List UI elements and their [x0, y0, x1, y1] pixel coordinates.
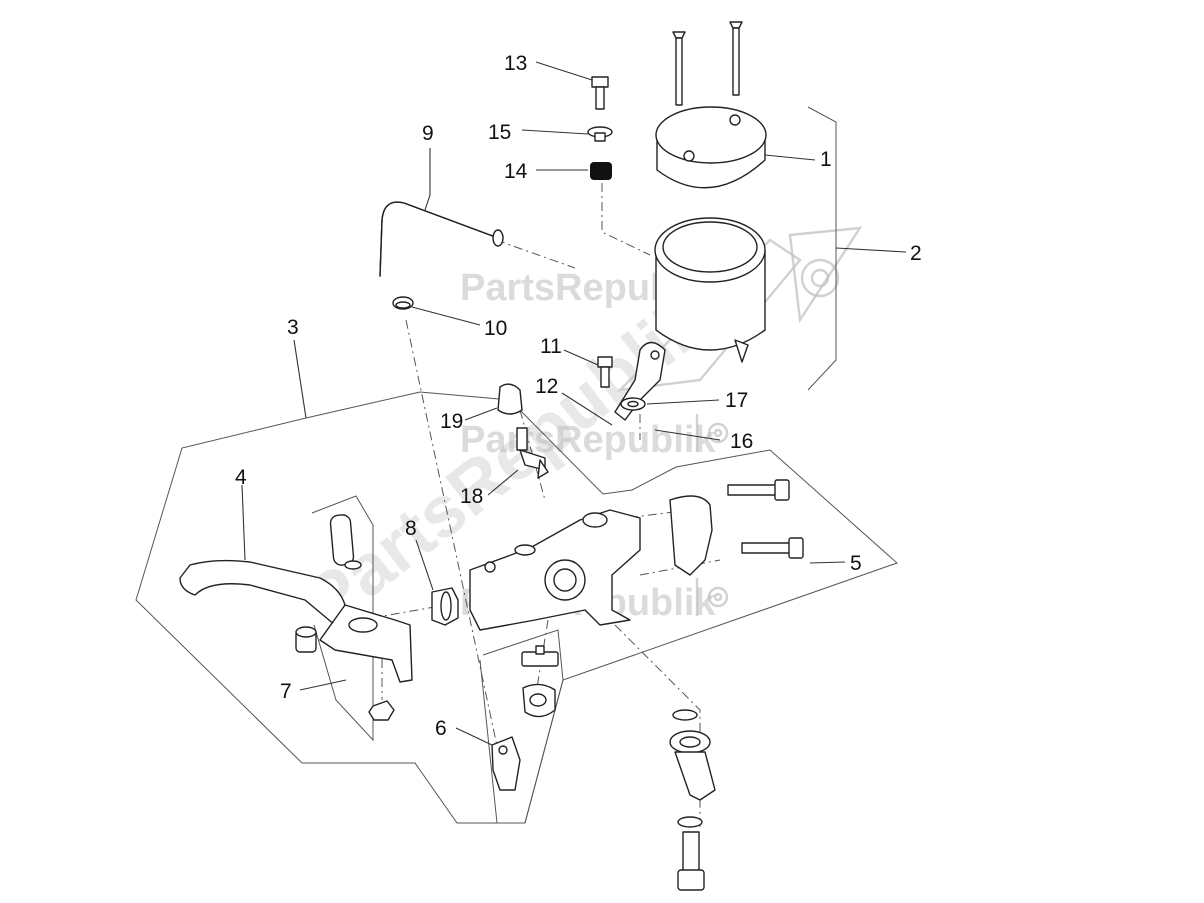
clamp-bolt-lower: [741, 537, 804, 559]
breather-hose: [379, 201, 504, 277]
long-screw-right: [729, 21, 743, 96]
callout-6: 6: [435, 717, 447, 740]
parts: [179, 21, 804, 891]
callout-19: 19: [440, 410, 463, 433]
adjuster-knob: [295, 626, 317, 653]
bleed-valve-18: [516, 427, 549, 479]
callout-4: 4: [235, 466, 247, 489]
brake-lever: [179, 514, 413, 683]
pivot-nut: [368, 700, 395, 721]
brake-fluid-reservoir: [654, 217, 766, 363]
banjo-washer-upper: [672, 709, 698, 721]
brake-light-switch: [521, 645, 559, 667]
washer-17: [620, 397, 646, 411]
grommet-14: [590, 162, 612, 180]
banjo-fitting: [669, 730, 716, 801]
leader-lines: [241, 61, 907, 746]
callout-17: 17: [725, 389, 748, 412]
dust-cap-19: [497, 383, 523, 415]
callout-8: 8: [405, 517, 417, 540]
bolt-13: [591, 76, 609, 110]
callout-labels: 1 2 3 4 5 6 7 8 9 10 11 12 13 14 15 16 1…: [235, 52, 922, 740]
callout-2: 2: [910, 242, 922, 265]
callout-15: 15: [488, 121, 511, 144]
watermark-middle: PartsRepublik: [460, 419, 716, 461]
washer-15: [587, 126, 613, 142]
reservoir-cap: [655, 106, 767, 189]
callout-18: 18: [460, 485, 483, 508]
hose-clip: [392, 296, 414, 310]
callout-11: 11: [540, 335, 562, 358]
callout-13: 13: [504, 52, 527, 75]
clamp-bolt-upper: [727, 479, 790, 501]
callout-9: 9: [422, 122, 434, 145]
callout-1: 1: [820, 148, 832, 171]
master-cylinder-body: [469, 495, 713, 631]
callout-7: 7: [280, 680, 292, 703]
callout-10: 10: [484, 317, 507, 340]
boot-8: [431, 587, 459, 626]
callout-5: 5: [850, 552, 862, 575]
callout-12: 12: [535, 375, 558, 398]
banjo-bolt: [677, 831, 705, 891]
banjo-washer-lower: [677, 816, 703, 828]
callout-3: 3: [287, 316, 299, 339]
hose-connector-6: [491, 736, 521, 791]
callout-14: 14: [504, 160, 528, 183]
callout-16: 16: [730, 430, 753, 453]
reservoir-cap-6: [522, 683, 556, 718]
long-screw-left: [672, 31, 686, 106]
